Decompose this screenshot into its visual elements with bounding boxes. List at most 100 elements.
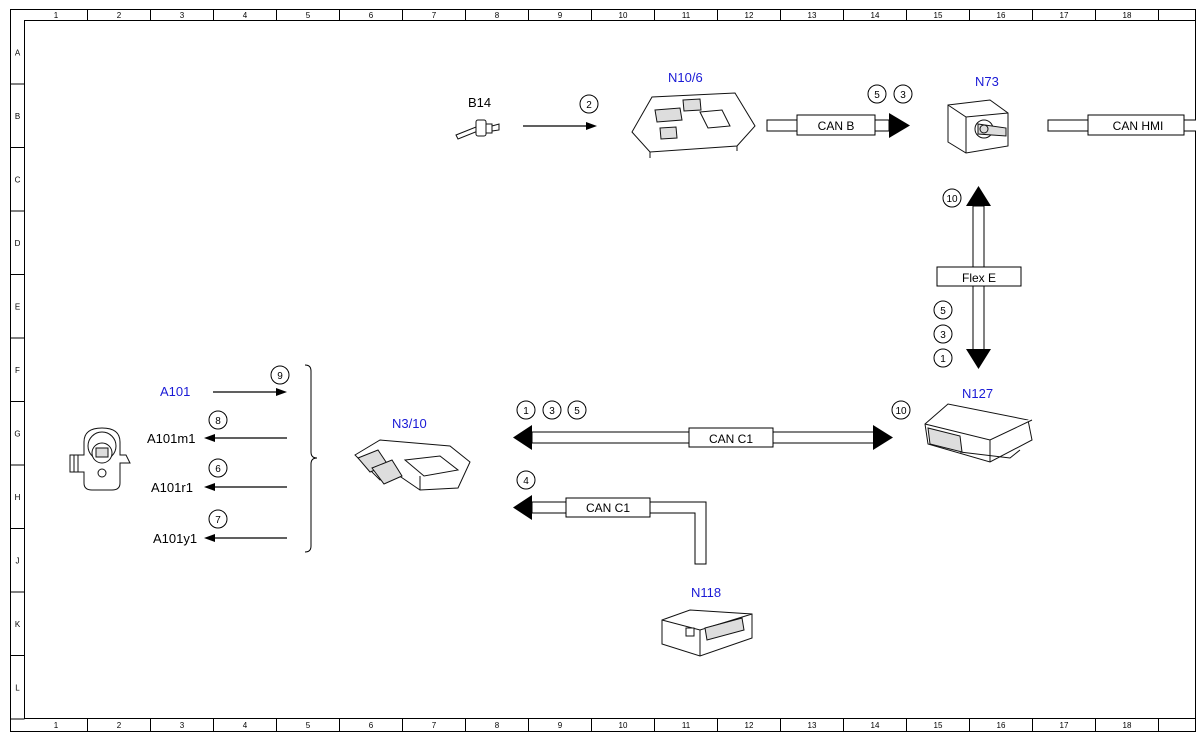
can-c1-main-bus bbox=[513, 425, 893, 450]
grid-column-label: 11 bbox=[682, 721, 691, 730]
signal-num-5-canb: 5 bbox=[874, 90, 880, 101]
grid-column-label: 13 bbox=[808, 11, 817, 20]
grid-row-label: A bbox=[15, 48, 21, 57]
signal-circle-1-flex bbox=[933, 348, 953, 368]
grid-column-label: 8 bbox=[495, 721, 500, 730]
signal-num-2: 2 bbox=[586, 100, 592, 111]
signal-circle-8 bbox=[208, 410, 228, 430]
signal-num-6: 6 bbox=[215, 464, 221, 475]
a101y1-label: A101y1 bbox=[153, 531, 197, 546]
grid-row-label: L bbox=[15, 683, 20, 692]
grid-column-label: 13 bbox=[808, 721, 817, 730]
b14-label: B14 bbox=[468, 95, 491, 110]
signal-num-5-canc1: 5 bbox=[574, 406, 580, 417]
signal-circle-5-flex bbox=[933, 300, 953, 320]
b14-sensor-icon bbox=[455, 119, 500, 140]
grid-column-label: 6 bbox=[369, 11, 374, 20]
grid-column-label: 18 bbox=[1123, 11, 1132, 20]
grid-column-label: 15 bbox=[934, 721, 943, 730]
grid-column-label: 1 bbox=[54, 721, 59, 730]
can-b-bus bbox=[766, 113, 910, 138]
signal-circle-10-canc1 bbox=[891, 400, 911, 420]
grid-column-label: 10 bbox=[619, 11, 628, 20]
n73-ignition-switch-icon bbox=[947, 99, 1009, 154]
grid-column-label: 15 bbox=[934, 11, 943, 20]
flex-e-bus bbox=[936, 186, 1022, 369]
diagram-frame bbox=[10, 9, 1196, 732]
grid-column-label: 2 bbox=[117, 721, 122, 730]
signal-num-10-canc1: 10 bbox=[895, 406, 907, 417]
can-c1-main-label: CAN C1 bbox=[709, 432, 753, 446]
can-c1-n118-bus bbox=[513, 495, 707, 565]
grid-row-label: B bbox=[15, 112, 20, 121]
signal-group-brace bbox=[304, 364, 318, 553]
signal-num-4: 4 bbox=[523, 476, 529, 487]
signal-num-5-flex: 5 bbox=[940, 306, 946, 317]
a101m1-arrowhead bbox=[204, 434, 215, 442]
grid-column-label: 11 bbox=[682, 11, 691, 20]
grid-column-label: 14 bbox=[871, 721, 880, 730]
signal-num-10-flex: 10 bbox=[946, 194, 958, 205]
signal-circle-2 bbox=[579, 94, 599, 114]
grid-column-label: 7 bbox=[432, 11, 437, 20]
a101-label: A101 bbox=[160, 384, 190, 399]
signal-circle-4 bbox=[516, 470, 536, 490]
signal-circle-10-flex bbox=[942, 188, 962, 208]
grid-column-label: 14 bbox=[871, 11, 880, 20]
diagram-inner-frame bbox=[24, 20, 1196, 719]
a101r1-label: A101r1 bbox=[151, 480, 193, 495]
n10-6-label: N10/6 bbox=[668, 70, 703, 85]
flex-e-label: Flex E bbox=[962, 271, 996, 285]
a101y1-arrowhead bbox=[204, 534, 215, 542]
can-hmi-label: CAN HMI bbox=[1113, 119, 1164, 133]
grid-row-label: E bbox=[15, 302, 20, 311]
grid-column-label: 5 bbox=[306, 721, 311, 730]
signal-num-3-canc1: 3 bbox=[549, 406, 555, 417]
signal-circle-7 bbox=[208, 509, 228, 529]
signal-num-1-canc1: 1 bbox=[523, 406, 529, 417]
can-hmi-bus bbox=[1047, 114, 1196, 136]
grid-row-label: K bbox=[15, 620, 21, 629]
signal-circle-3-flex bbox=[933, 324, 953, 344]
grid-column-label: 10 bbox=[619, 721, 628, 730]
grid-column-label: 9 bbox=[558, 721, 563, 730]
signal-num-9: 9 bbox=[277, 371, 283, 382]
grid-column-label: 3 bbox=[180, 721, 185, 730]
grid-column-label: 4 bbox=[243, 11, 248, 20]
grid-column-label: 5 bbox=[306, 11, 311, 20]
signal-circle-5-canc1 bbox=[567, 400, 587, 420]
grid-column-label: 6 bbox=[369, 721, 374, 730]
grid-column-label: 1 bbox=[54, 11, 59, 20]
n118-label: N118 bbox=[691, 585, 721, 600]
grid-column-label: 12 bbox=[745, 11, 754, 20]
grid-row-label: H bbox=[15, 493, 21, 502]
n73-label: N73 bbox=[975, 74, 999, 89]
grid-column-label: 9 bbox=[558, 11, 563, 20]
a101-camera-icon bbox=[69, 427, 131, 491]
grid-column-label: 18 bbox=[1123, 721, 1132, 730]
signal-circle-3-canc1 bbox=[542, 400, 562, 420]
signal-circle-3-canb bbox=[893, 84, 913, 104]
grid-column-label: 12 bbox=[745, 721, 754, 730]
grid-row-label: C bbox=[15, 175, 21, 184]
n127-module-icon bbox=[924, 403, 1033, 463]
grid-row-label: D bbox=[15, 239, 21, 248]
a101r1-arrowhead bbox=[204, 483, 215, 491]
signal-num-7: 7 bbox=[215, 515, 221, 526]
grid-column-label: 2 bbox=[117, 11, 122, 20]
n10-6-module-icon bbox=[631, 92, 756, 158]
grid-row-label: J bbox=[16, 556, 20, 565]
n118-module-icon bbox=[661, 609, 753, 657]
a101-arrowhead bbox=[276, 388, 287, 396]
signal-num-1-flex: 1 bbox=[940, 354, 946, 365]
signal-circle-6 bbox=[208, 458, 228, 478]
b14-arrowhead bbox=[586, 122, 597, 130]
grid-row-label: G bbox=[14, 429, 20, 438]
signal-circle-9 bbox=[270, 365, 290, 385]
grid-column-label: 16 bbox=[997, 11, 1006, 20]
signal-num-3-canb: 3 bbox=[900, 90, 906, 101]
